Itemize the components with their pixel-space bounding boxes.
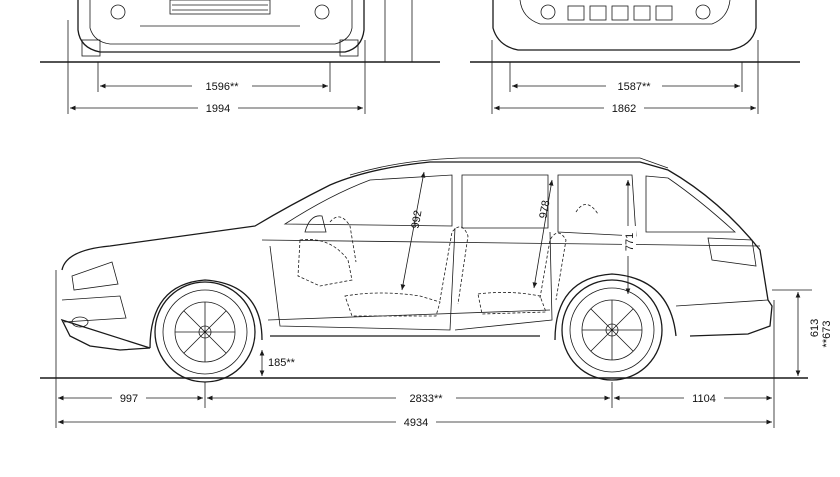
overall-length-label: 4934 <box>404 417 428 429</box>
front-track-label: 1596** <box>205 81 239 93</box>
front-overhang-label: 997 <box>120 393 138 405</box>
front-headroom-label: 992 <box>410 209 425 229</box>
sill-height-b-label: **673 <box>821 321 833 348</box>
rear-overhang-label: 1104 <box>692 393 716 405</box>
wheelbase-label: 2833** <box>409 393 443 405</box>
load-height-label: 771 <box>624 233 636 251</box>
rear-track-label: 1587** <box>617 81 651 93</box>
front-view <box>40 0 440 114</box>
ground-clearance-label: 185** <box>268 357 296 369</box>
sill-height-a-label: 613 <box>809 319 821 337</box>
rear-view <box>470 0 800 114</box>
rear-headroom-label: 978 <box>538 199 553 219</box>
rear-width-label: 1862 <box>612 103 636 115</box>
side-view <box>40 157 808 383</box>
front-width-label: 1994 <box>206 103 230 115</box>
